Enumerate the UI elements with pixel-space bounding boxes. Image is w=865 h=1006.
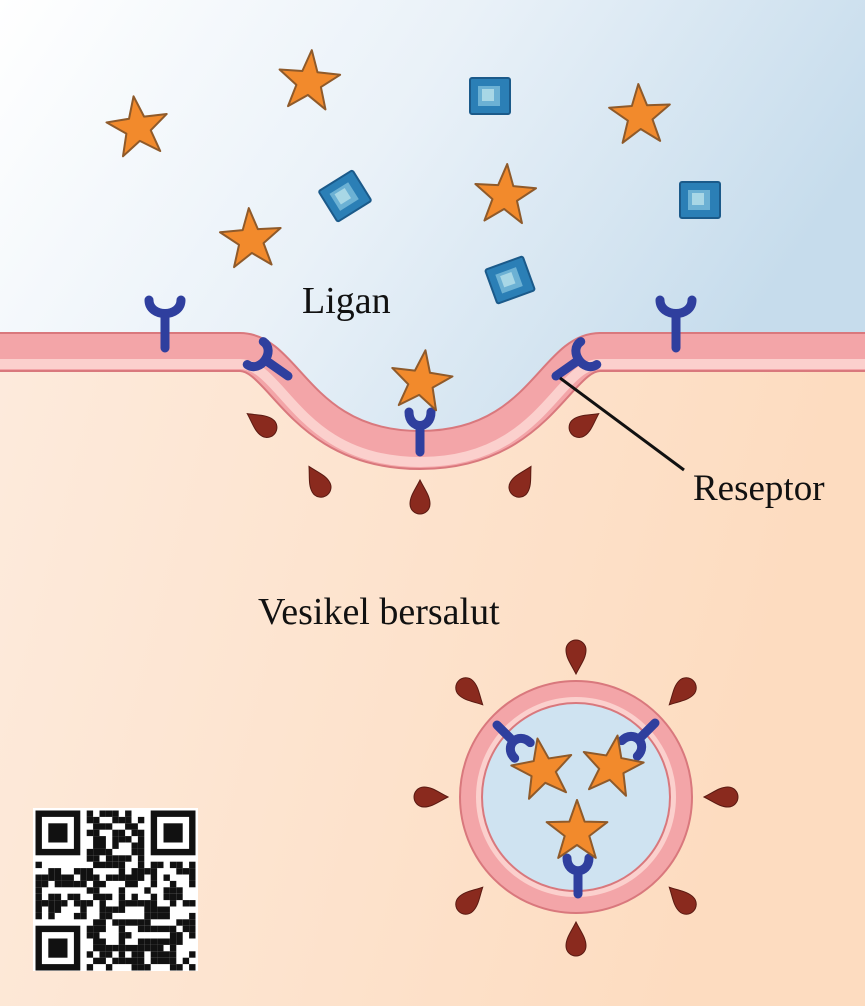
- star-icon: [510, 737, 573, 800]
- ligands: [105, 49, 671, 412]
- y-receptor-icon: [242, 337, 293, 381]
- teardrop-icon: [246, 413, 278, 438]
- y-receptor-icon: [562, 853, 594, 899]
- coat-proteins-pit: [246, 413, 600, 515]
- star-icon: [582, 734, 645, 797]
- vesicle-ligands: [510, 734, 645, 859]
- star-icon: [545, 799, 609, 859]
- ligand-label: Ligan: [302, 280, 391, 322]
- star-icon: [391, 349, 454, 412]
- teardrop-icon: [568, 413, 600, 438]
- teardrop-icon: [668, 677, 697, 706]
- star-icon: [278, 49, 342, 111]
- coated-vesicle: [413, 639, 739, 957]
- y-receptor-icon: [617, 718, 660, 761]
- qr-code-icon: [33, 808, 198, 971]
- teardrop-icon: [413, 786, 450, 808]
- vesicle-coat-proteins: [413, 639, 739, 957]
- star-icon: [218, 207, 282, 269]
- y-receptor-icon: [492, 720, 535, 763]
- y-receptor-icon: [404, 407, 436, 457]
- cube-icon: [318, 169, 372, 223]
- teardrop-icon: [455, 886, 484, 915]
- cube-icon: [484, 255, 536, 305]
- vesicle-receptors: [492, 718, 660, 899]
- y-receptor-icon: [655, 295, 697, 353]
- star-icon: [474, 163, 538, 225]
- receptor-pointer-line: [559, 376, 685, 472]
- teardrop-icon: [308, 465, 332, 498]
- membrane-receptors: [144, 295, 697, 457]
- cube-icon: [679, 181, 721, 219]
- receptor-label: Reseptor: [693, 468, 825, 509]
- star-icon: [608, 83, 671, 144]
- teardrop-icon: [668, 886, 697, 915]
- teardrop-icon: [455, 677, 484, 706]
- coated-vesicle-label: Vesikel bersalut: [258, 591, 500, 633]
- teardrop-icon: [565, 920, 587, 957]
- other-molecules: [318, 77, 721, 305]
- teardrop-icon: [565, 639, 587, 676]
- teardrop-icon: [508, 465, 532, 498]
- teardrop-icon: [409, 478, 431, 515]
- star-icon: [105, 95, 168, 158]
- y-receptor-icon: [144, 295, 186, 353]
- y-receptor-icon: [551, 337, 602, 381]
- teardrop-icon: [702, 786, 739, 808]
- cube-icon: [469, 77, 511, 115]
